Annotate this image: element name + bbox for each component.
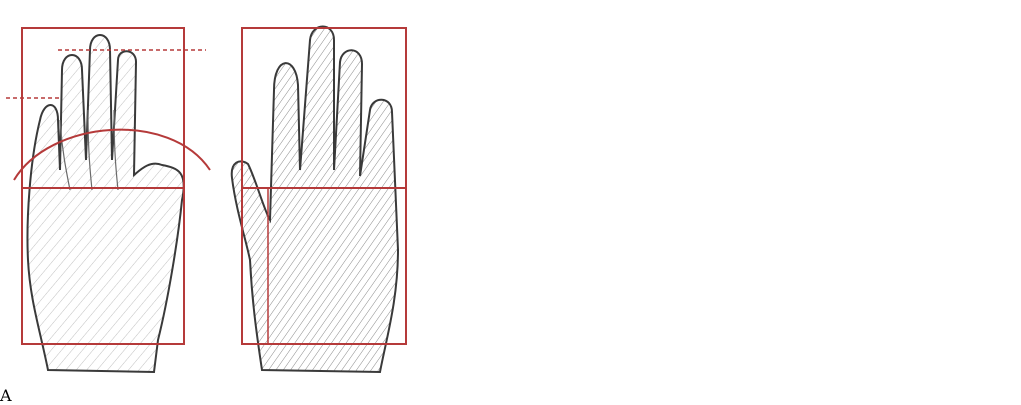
hand-back-view	[6, 28, 210, 372]
hand-thumb-spread-sketch: A	[0, 386, 12, 405]
panel-label: A	[0, 386, 12, 405]
hand-back-sketch	[28, 35, 184, 372]
hand-palm-sketch	[232, 27, 398, 373]
hand-palm-view	[232, 27, 406, 373]
hand-proportion-figure: A	[0, 0, 1021, 382]
figure-canvas	[0, 0, 1021, 382]
